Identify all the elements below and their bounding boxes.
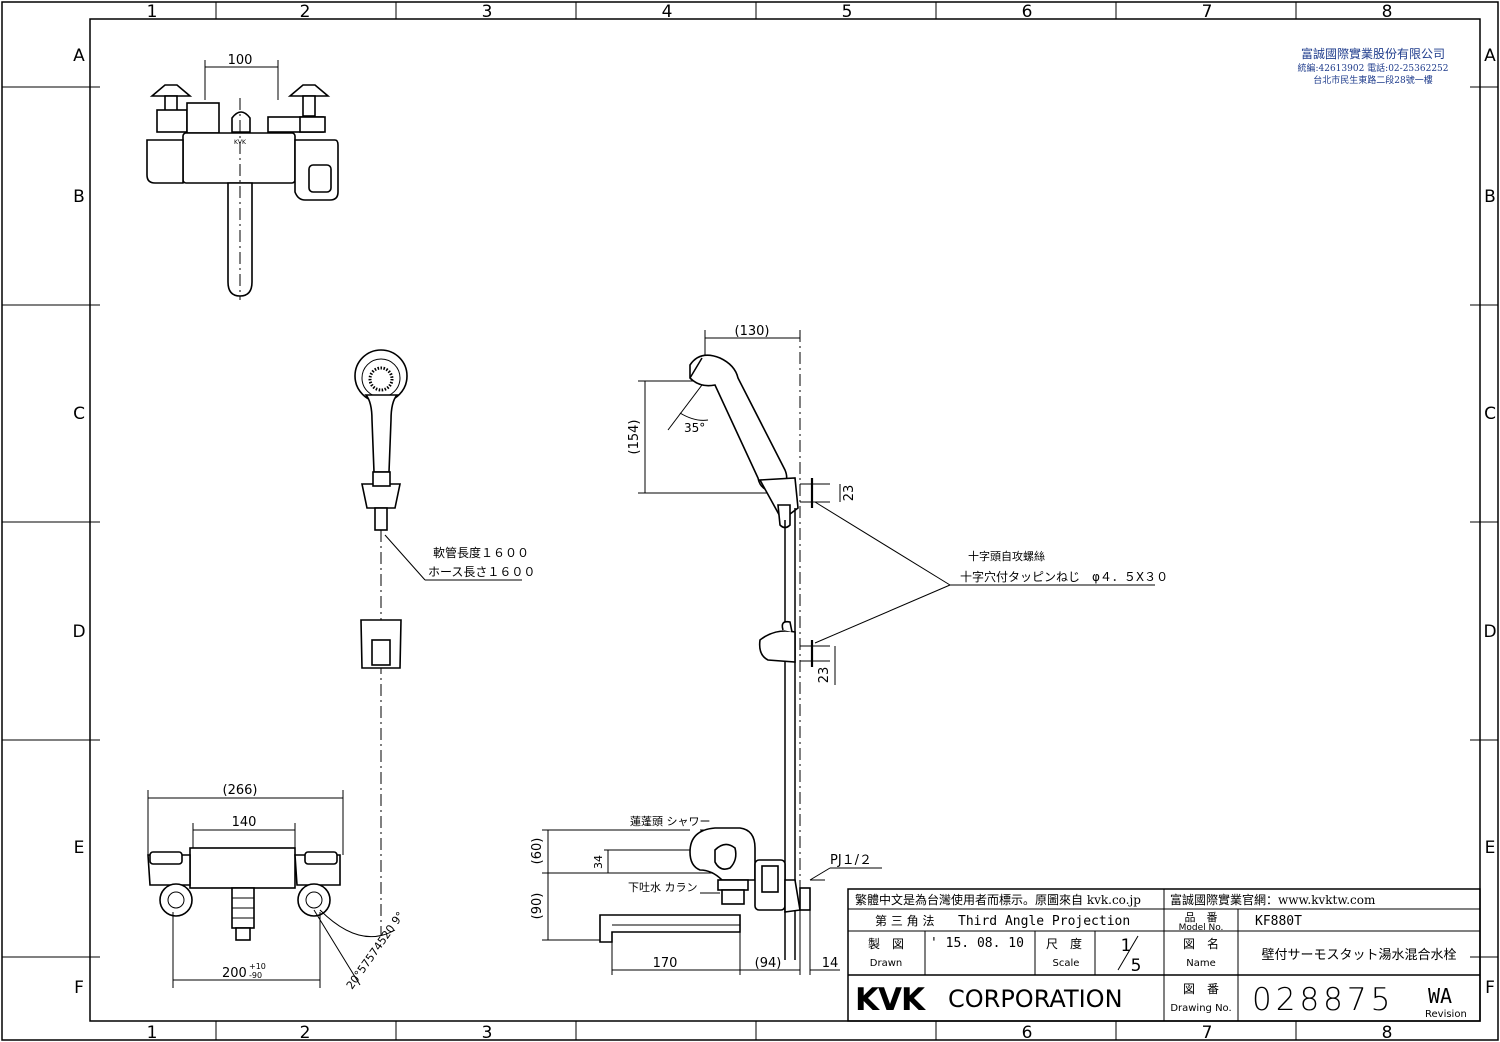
row-label-f-right: F [1485,978,1495,998]
dim-spout-length: 170 [653,956,678,971]
dim-spout-offset: 34 [592,855,605,869]
col-label-3-bottom: 3 [482,1023,493,1042]
drawn-date: ' 15. 08. 10 [930,936,1024,951]
dim-wall-offset: 14 [822,956,839,971]
row-label-a-right: A [1484,46,1496,66]
svg-text:KVK: KVK [234,139,247,146]
col-label-1-bottom: 1 [147,1023,158,1042]
dim-shower-reach: (130) [735,324,770,339]
dim-screw-upper: 23 [842,485,857,502]
col-label-5: 5 [842,2,853,22]
name-label-en: Name [1186,958,1216,969]
revision-label: Revision [1425,1009,1467,1020]
hose-length-cn: 軟管長度１６００ [433,545,529,560]
col-label-1: 1 [147,2,158,22]
drawn-label-cn: 製 図 [868,937,904,951]
shower-outlet-label: 蓮蓬頭 シャワー [630,814,711,828]
row-label-c-right: C [1484,404,1496,424]
screw-note-jp: 十字穴付タッピンねじ φ４．５X３０ [960,569,1168,584]
spout-outlet-label: 下吐水 カラン [628,881,698,894]
pipe-label: PJ１/２ [830,853,872,868]
dim-spout-lower: (90) [530,893,545,920]
drawn-label-en: Drawn [870,958,902,969]
row-label-d-right: D [1483,622,1496,642]
front-view: (266) 140 200 +10 -90 20°57574520 9° [147,783,407,992]
col-label-6-bottom: 6 [1022,1023,1033,1042]
col-label-8: 8 [1382,2,1393,22]
dim-body-total: (266) [223,783,258,798]
model-label-cn: 品 番 [1185,911,1218,924]
drawing-label-cn: 図 番 [1183,982,1219,996]
row-label-e: E [74,838,85,858]
model-label-en: Model No. [1179,923,1224,933]
scale-label-en: Scale [1053,958,1080,969]
top-view: 100 KVK [146,53,339,300]
scale-label-cn: 尺 度 [1046,936,1082,951]
revision-code: WA [1428,984,1452,1008]
shower-front-view: KVK [354,349,408,935]
dim-body-tol-upper: +10 [249,962,266,971]
row-label-b: B [73,187,85,207]
dim-body-tol-lower: -90 [249,971,262,980]
hose-note: 軟管長度１６００ ホース長さ１６００ [384,534,535,581]
dim-body-bottom: 200 [222,966,247,981]
drawing-label-en: Drawing No. [1170,1003,1231,1014]
projection-en: Third Angle Projection [958,914,1130,929]
company-address: 台北市民生東路二段28號一樓 [1313,74,1432,86]
row-label-e-right: E [1485,838,1496,858]
website-text: 富誠國際實業官網：www.kvktw.com [1170,892,1376,907]
hose-length-jp: ホース長さ１６００ [428,565,535,579]
company-stamp: 富誠國際實業股份有限公司 統編:42613902 電話:02-25362252 … [1297,46,1448,86]
row-label-f: F [74,978,84,998]
screw-note-cn: 十字頭自攻螺絲 [968,549,1045,563]
spout-view: (60) (90) 34 蓮蓬頭 シャワー 下吐水 カラン PJ１/２ [530,814,882,975]
name-label-cn: 図 名 [1183,936,1219,951]
col-label-2-bottom: 2 [300,1023,311,1042]
dim-angle: 35° [684,421,705,435]
disclaimer-text: 繁體中文是為台灣使用者而標示。原圖來自 kvk.co.jp [855,892,1141,907]
col-label-7-bottom: 7 [1202,1023,1213,1042]
corporation-text: CORPORATION [948,985,1123,1013]
dim-spout-depth: (94) [755,956,782,971]
row-label-d: D [72,622,85,642]
row-label-b-right: B [1484,187,1496,207]
col-label-2: 2 [300,2,311,22]
col-label-8-bottom: 8 [1382,1023,1393,1042]
scale-numerator: 1 [1121,936,1132,956]
scale-denominator: 5 [1131,956,1142,976]
row-label-c: C [73,404,85,424]
dim-top-width: 100 [228,53,253,68]
projection-cn: 第 三 角 法 [875,914,934,928]
company-name: 富誠國際實業股份有限公司 [1301,46,1445,61]
dim-spout-upper: (60) [530,838,545,865]
col-label-3: 3 [482,2,493,22]
drawing-name: 壁付サーモスタット湯水混合水栓 [1261,948,1456,963]
title-block: 繁體中文是為台灣使用者而標示。原圖來自 kvk.co.jp 富誠國際實業官網：w… [847,888,1481,1022]
col-label-7: 7 [1202,2,1213,22]
dim-body-center: 140 [232,815,257,830]
kvk-logo: KVK [855,982,926,1018]
model-number: KF880T [1255,914,1302,929]
dim-shower-height: (154) [627,420,642,455]
drawing-number: 028875 [1252,982,1394,1018]
row-label-a: A [73,46,85,66]
col-label-4: 4 [662,2,673,22]
col-label-6: 6 [1022,2,1033,22]
screw-note: 十字頭自攻螺絲 十字穴付タッピンねじ φ４．５X３０ [814,501,1168,644]
dim-screw-lower: 23 [817,667,832,684]
company-phone: 統編:42613902 電話:02-25362252 [1297,62,1448,74]
dim-arc-label: 20°57574520 9° [344,909,407,991]
